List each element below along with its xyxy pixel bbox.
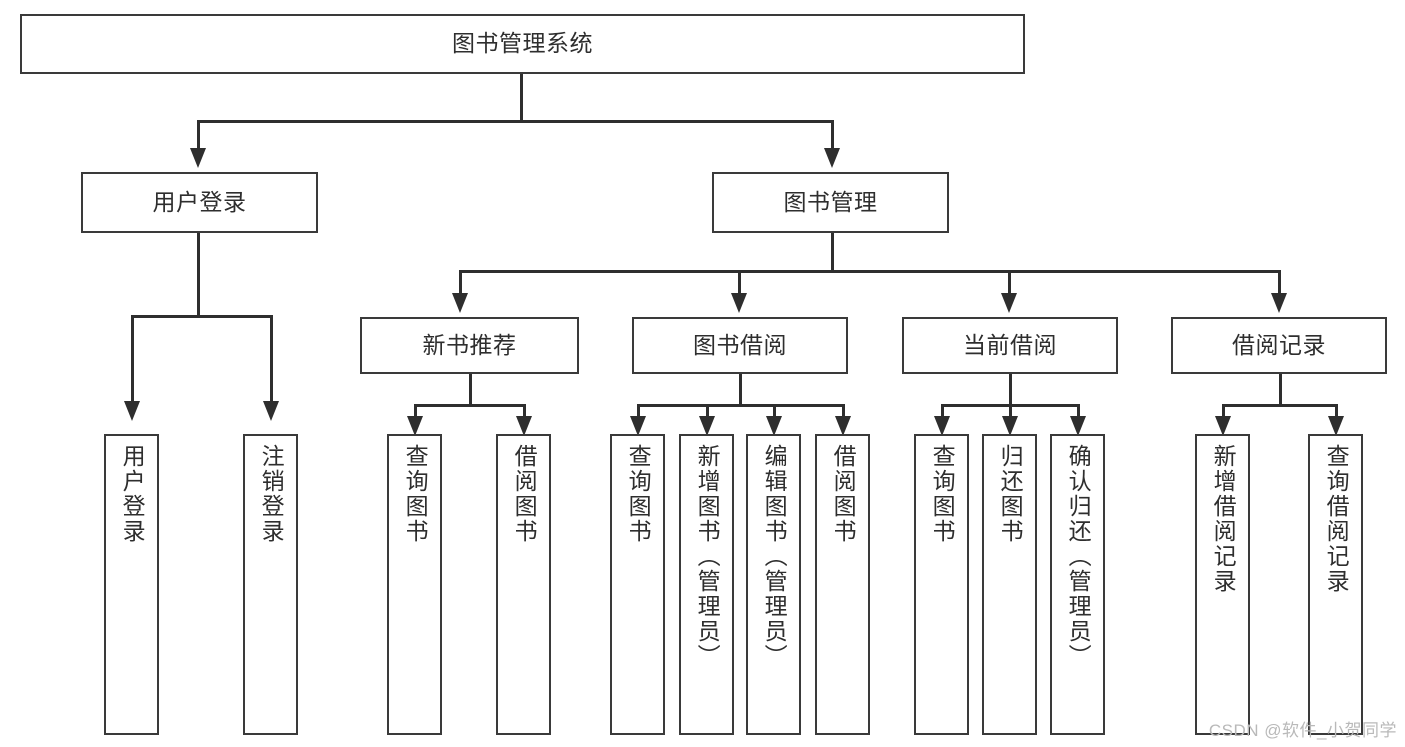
leaf-label: 借阅图书 bbox=[830, 444, 857, 544]
leaf-label: 查询图书 bbox=[402, 444, 429, 544]
connector-user-login-drop-2 bbox=[270, 315, 273, 403]
node-book-management[interactable]: 图书管理 bbox=[712, 172, 949, 233]
connector-record-drop-1 bbox=[1222, 404, 1225, 418]
leaf-label: 编辑图书（管理员） bbox=[761, 444, 788, 669]
node-current-borrow[interactable]: 当前借阅 bbox=[902, 317, 1118, 374]
connector-user-login-stem bbox=[197, 233, 200, 317]
leaf-query-book-recommend[interactable]: 查询图书 bbox=[387, 434, 442, 735]
node-label: 借阅记录 bbox=[1232, 331, 1326, 358]
connector-borrow-stem bbox=[739, 374, 742, 406]
node-book-borrow[interactable]: 图书借阅 bbox=[632, 317, 848, 374]
leaf-borrow-book-recommend[interactable]: 借阅图书 bbox=[496, 434, 551, 735]
arrow-to-user-login bbox=[190, 148, 206, 168]
leaf-label: 新增借阅记录 bbox=[1210, 444, 1237, 594]
arrow-to-leaf-edit-book bbox=[766, 416, 782, 436]
arrow-to-leaf-query-book-2 bbox=[630, 416, 646, 436]
connector-borrow-drop-4 bbox=[842, 404, 845, 418]
leaf-query-book-current[interactable]: 查询图书 bbox=[914, 434, 969, 735]
leaf-label: 归还图书 bbox=[997, 444, 1024, 544]
leaf-return-book[interactable]: 归还图书 bbox=[982, 434, 1037, 735]
leaf-borrow-book[interactable]: 借阅图书 bbox=[815, 434, 870, 735]
arrow-to-leaf-borrow-book-1 bbox=[516, 416, 532, 436]
leaf-label: 查询图书 bbox=[625, 444, 652, 544]
arrow-to-leaf-borrow-book-2 bbox=[835, 416, 851, 436]
connector-borrow-drop-1 bbox=[637, 404, 640, 418]
arrow-to-current-borrow bbox=[1001, 293, 1017, 313]
arrow-to-leaf-add-record bbox=[1215, 416, 1231, 436]
connector-recommend-drop-1 bbox=[414, 404, 417, 418]
leaf-label: 确认归还（管理员） bbox=[1065, 444, 1092, 669]
connector-level3-drop-1 bbox=[459, 270, 462, 295]
arrow-to-leaf-query-book-3 bbox=[934, 416, 950, 436]
connector-level3-drop-2 bbox=[738, 270, 741, 295]
node-label: 图书借阅 bbox=[693, 331, 787, 358]
leaf-query-borrow-record[interactable]: 查询借阅记录 bbox=[1308, 434, 1363, 735]
leaf-label: 查询借阅记录 bbox=[1323, 444, 1350, 594]
arrow-to-leaf-user-login bbox=[124, 401, 140, 421]
connector-current-drop-2 bbox=[1009, 404, 1012, 418]
arrow-to-borrow-record bbox=[1271, 293, 1287, 313]
connector-recommend-bus bbox=[414, 404, 526, 407]
connector-record-drop-2 bbox=[1335, 404, 1338, 418]
connector-recommend-stem bbox=[469, 374, 472, 406]
connector-current-stem bbox=[1009, 374, 1012, 406]
arrow-to-new-book-recommend bbox=[452, 293, 468, 313]
node-borrow-record[interactable]: 借阅记录 bbox=[1171, 317, 1387, 374]
node-label: 当前借阅 bbox=[963, 331, 1057, 358]
connector-borrow-drop-3 bbox=[773, 404, 776, 418]
node-label: 图书管理系统 bbox=[452, 30, 593, 57]
arrow-to-book-manage bbox=[824, 148, 840, 168]
node-root-book-management-system[interactable]: 图书管理系统 bbox=[20, 14, 1025, 74]
connector-level3-drop-4 bbox=[1278, 270, 1281, 295]
connector-level3-drop-3 bbox=[1008, 270, 1011, 295]
arrow-to-leaf-logout bbox=[263, 401, 279, 421]
connector-user-login-drop-1 bbox=[131, 315, 134, 403]
connector-record-stem bbox=[1279, 374, 1282, 406]
leaf-label: 新增图书（管理员） bbox=[694, 444, 721, 669]
node-label: 用户登录 bbox=[152, 188, 247, 215]
arrow-to-leaf-confirm-return bbox=[1070, 416, 1086, 436]
leaf-add-borrow-record[interactable]: 新增借阅记录 bbox=[1195, 434, 1250, 735]
connector-borrow-bus bbox=[637, 404, 845, 407]
leaf-label: 查询图书 bbox=[929, 444, 956, 544]
connector-level2-drop-right bbox=[831, 120, 834, 150]
leaf-logout-login[interactable]: 注销登录 bbox=[243, 434, 298, 735]
connector-current-drop-3 bbox=[1077, 404, 1080, 418]
leaf-label: 用户登录 bbox=[119, 444, 146, 544]
leaf-edit-book-admin[interactable]: 编辑图书（管理员） bbox=[746, 434, 801, 735]
connector-level2-drop-left bbox=[197, 120, 200, 150]
arrow-to-leaf-add-book bbox=[699, 416, 715, 436]
arrow-to-book-borrow bbox=[731, 293, 747, 313]
arrow-to-leaf-return-book bbox=[1002, 416, 1018, 436]
connector-recommend-drop-2 bbox=[523, 404, 526, 418]
connector-current-drop-1 bbox=[941, 404, 944, 418]
leaf-add-book-admin[interactable]: 新增图书（管理员） bbox=[679, 434, 734, 735]
leaf-query-book-borrow[interactable]: 查询图书 bbox=[610, 434, 665, 735]
connector-user-login-bus bbox=[131, 315, 273, 318]
connector-record-bus bbox=[1222, 404, 1338, 407]
connector-borrow-drop-2 bbox=[706, 404, 709, 418]
connector-level3-bus bbox=[459, 270, 1281, 273]
leaf-user-login[interactable]: 用户登录 bbox=[104, 434, 159, 735]
connector-book-manage-stem bbox=[831, 233, 834, 272]
arrow-to-leaf-query-book-1 bbox=[407, 416, 423, 436]
leaf-label: 注销登录 bbox=[258, 444, 285, 544]
connector-level2-bus bbox=[197, 120, 834, 123]
connector-root-stem bbox=[520, 74, 523, 122]
leaf-label: 借阅图书 bbox=[511, 444, 538, 544]
node-label: 新书推荐 bbox=[422, 331, 517, 358]
node-user-login[interactable]: 用户登录 bbox=[81, 172, 318, 233]
arrow-to-leaf-query-record bbox=[1328, 416, 1344, 436]
leaf-confirm-return-admin[interactable]: 确认归还（管理员） bbox=[1050, 434, 1105, 735]
node-new-book-recommend[interactable]: 新书推荐 bbox=[360, 317, 579, 374]
node-label: 图书管理 bbox=[783, 188, 878, 215]
